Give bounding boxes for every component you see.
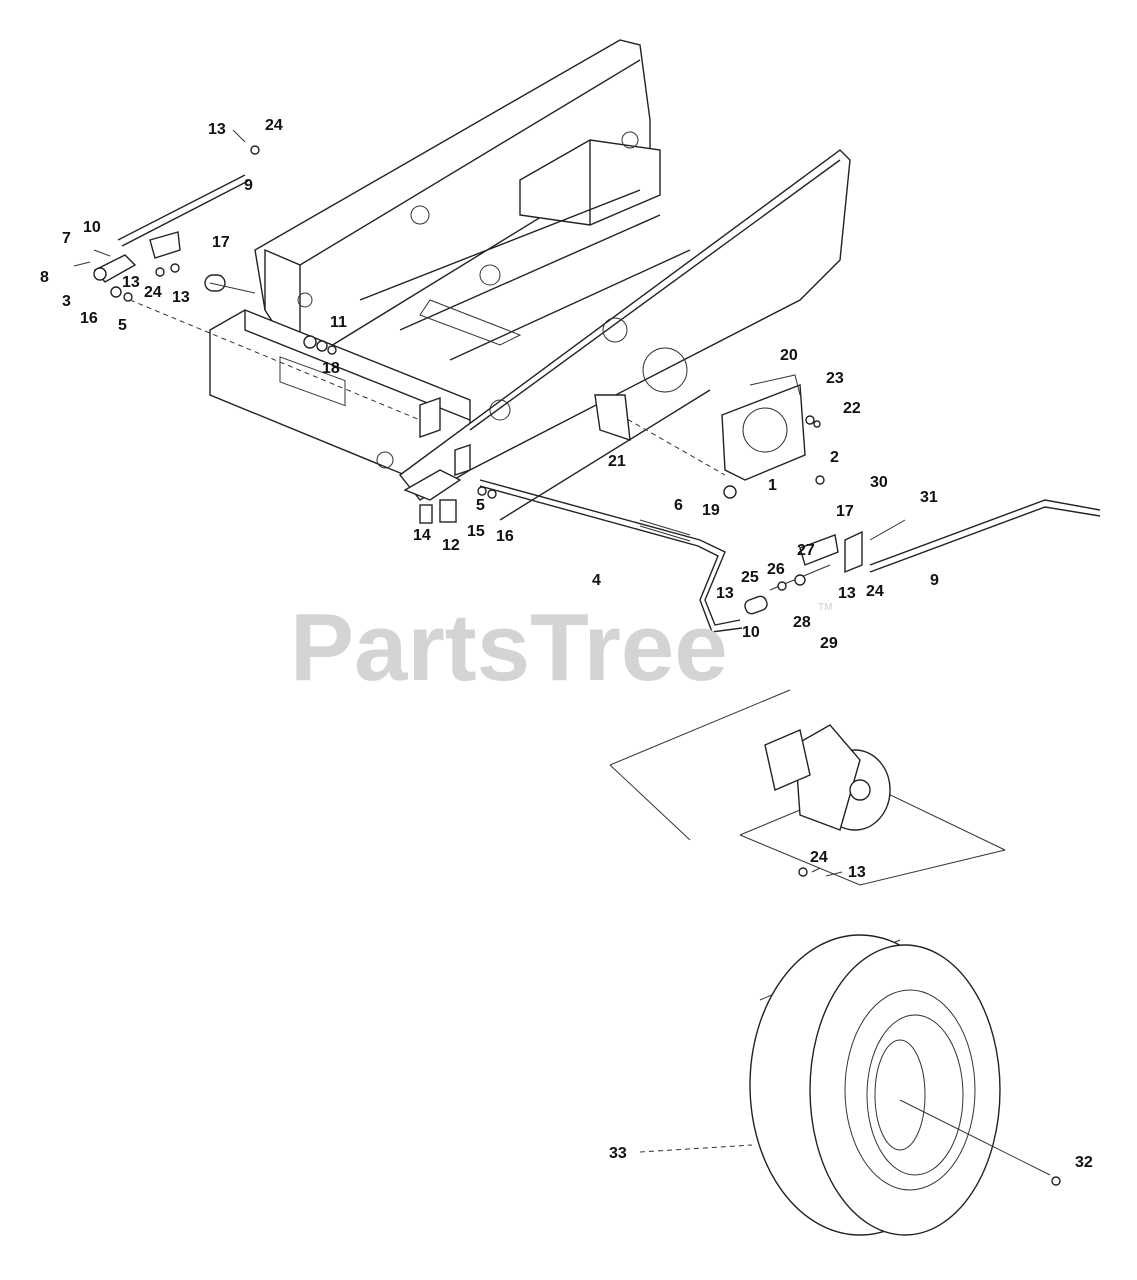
callout-31: 31 <box>920 489 938 506</box>
callout-16: 16 <box>496 528 514 545</box>
callout-6: 6 <box>674 497 683 514</box>
wheel-motor <box>609 689 1006 886</box>
callout-7: 7 <box>62 230 71 247</box>
callout-32: 32 <box>1075 1154 1093 1171</box>
callout-13: 13 <box>716 585 734 602</box>
callout-4: 4 <box>592 572 601 589</box>
watermark: PartsTree <box>290 594 728 701</box>
callout-13: 13 <box>838 585 856 602</box>
callout-24: 24 <box>265 117 283 134</box>
callout-11: 11 <box>330 314 347 331</box>
callout-24: 24 <box>866 583 884 600</box>
callout-33: 33 <box>609 1145 627 1162</box>
callout-16: 16 <box>80 310 98 327</box>
callout-20: 20 <box>780 347 798 364</box>
callout-9: 9 <box>244 177 253 194</box>
callout-12: 12 <box>442 537 460 554</box>
callout-10: 10 <box>742 624 760 641</box>
callout-13: 13 <box>172 289 190 306</box>
callout-29: 29 <box>820 635 838 652</box>
callout-1: 1 <box>768 477 777 494</box>
callout-23: 23 <box>826 370 844 387</box>
leader-marks <box>73 129 843 877</box>
callout-17: 17 <box>212 234 230 251</box>
callout-10: 10 <box>83 219 101 236</box>
callout-26: 26 <box>767 561 785 578</box>
callout-14: 14 <box>413 527 431 544</box>
chassis-frame <box>209 39 851 501</box>
watermark-tm: TM <box>818 602 832 613</box>
callout-22: 22 <box>843 400 861 417</box>
callout-8: 8 <box>40 269 49 286</box>
callout-3: 3 <box>62 293 71 310</box>
linkage <box>93 174 1101 633</box>
callout-15: 15 <box>467 523 485 540</box>
callout-2: 2 <box>830 449 839 466</box>
callout-24: 24 <box>810 849 828 866</box>
callout-19: 19 <box>702 502 720 519</box>
callout-labels: 13 24 9 7 10 8 3 13 24 13 17 16 5 11 18 … <box>40 117 1093 1171</box>
callout-9: 9 <box>930 572 939 589</box>
callout-5: 5 <box>118 317 127 334</box>
callout-18: 18 <box>322 360 340 377</box>
callout-13: 13 <box>208 121 226 138</box>
callout-30: 30 <box>870 474 888 491</box>
callout-24: 24 <box>144 284 162 301</box>
tire-wheel <box>639 934 1061 1236</box>
callout-13: 13 <box>848 864 866 881</box>
callout-21: 21 <box>608 453 626 470</box>
callout-13: 13 <box>122 274 140 291</box>
callout-5: 5 <box>476 497 485 514</box>
callout-28: 28 <box>793 614 811 631</box>
callout-25: 25 <box>741 569 759 586</box>
callout-27: 27 <box>797 542 815 559</box>
callout-17: 17 <box>836 503 854 520</box>
